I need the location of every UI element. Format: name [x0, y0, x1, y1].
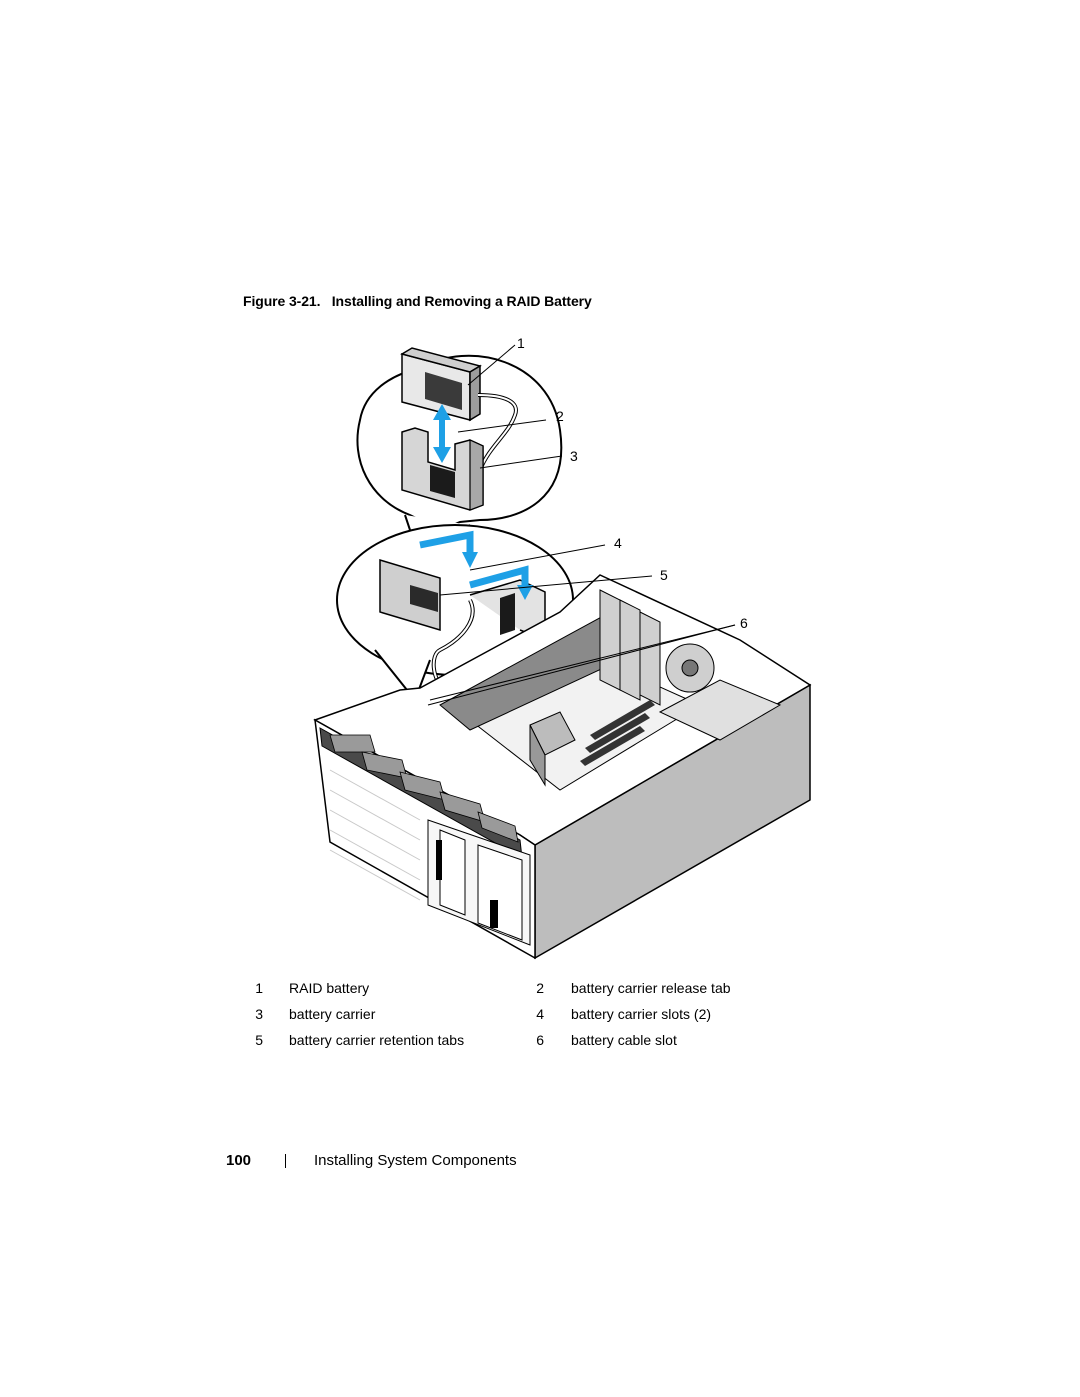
legend-number: 4	[536, 1006, 544, 1022]
callout-1: 1	[517, 335, 525, 351]
figure-title: Installing and Removing a RAID Battery	[331, 293, 592, 309]
legend-text: RAID battery	[289, 980, 370, 996]
callout-3: 3	[570, 448, 578, 464]
figure-label: Figure 3-21.	[243, 293, 321, 309]
legend-text: battery cable slot	[571, 1032, 677, 1048]
callout-4: 4	[614, 535, 622, 551]
legend-text: battery carrier retention tabs	[289, 1032, 465, 1048]
raid-battery-icon	[400, 347, 518, 471]
callout-leader-lines	[427, 344, 736, 706]
legend-text: battery carrier	[289, 1006, 376, 1022]
legend-number: 6	[536, 1032, 544, 1048]
server-chassis-icon	[313, 574, 812, 960]
legend-number: 1	[255, 980, 263, 996]
section-title: Installing System Components	[314, 1152, 517, 1169]
legend-number: 3	[255, 1006, 263, 1022]
legend-text: battery carrier release tab	[571, 980, 731, 996]
callout-2: 2	[556, 408, 564, 424]
figure-caption: Figure 3-21. Installing and Removing a R…	[243, 293, 592, 309]
battery-carrier-icon	[401, 427, 484, 511]
legend-number: 5	[255, 1032, 263, 1048]
legend-number: 2	[536, 980, 544, 996]
callout-5: 5	[660, 567, 668, 583]
upper-detail-bubble	[356, 347, 563, 562]
page-number: 100	[226, 1152, 252, 1169]
callout-6: 6	[740, 615, 748, 631]
footer-divider	[285, 1154, 286, 1168]
legend-text: battery carrier slots (2)	[571, 1006, 712, 1022]
carrier-in-chassis-icon	[379, 530, 546, 692]
up-down-arrow-icon	[433, 404, 451, 463]
